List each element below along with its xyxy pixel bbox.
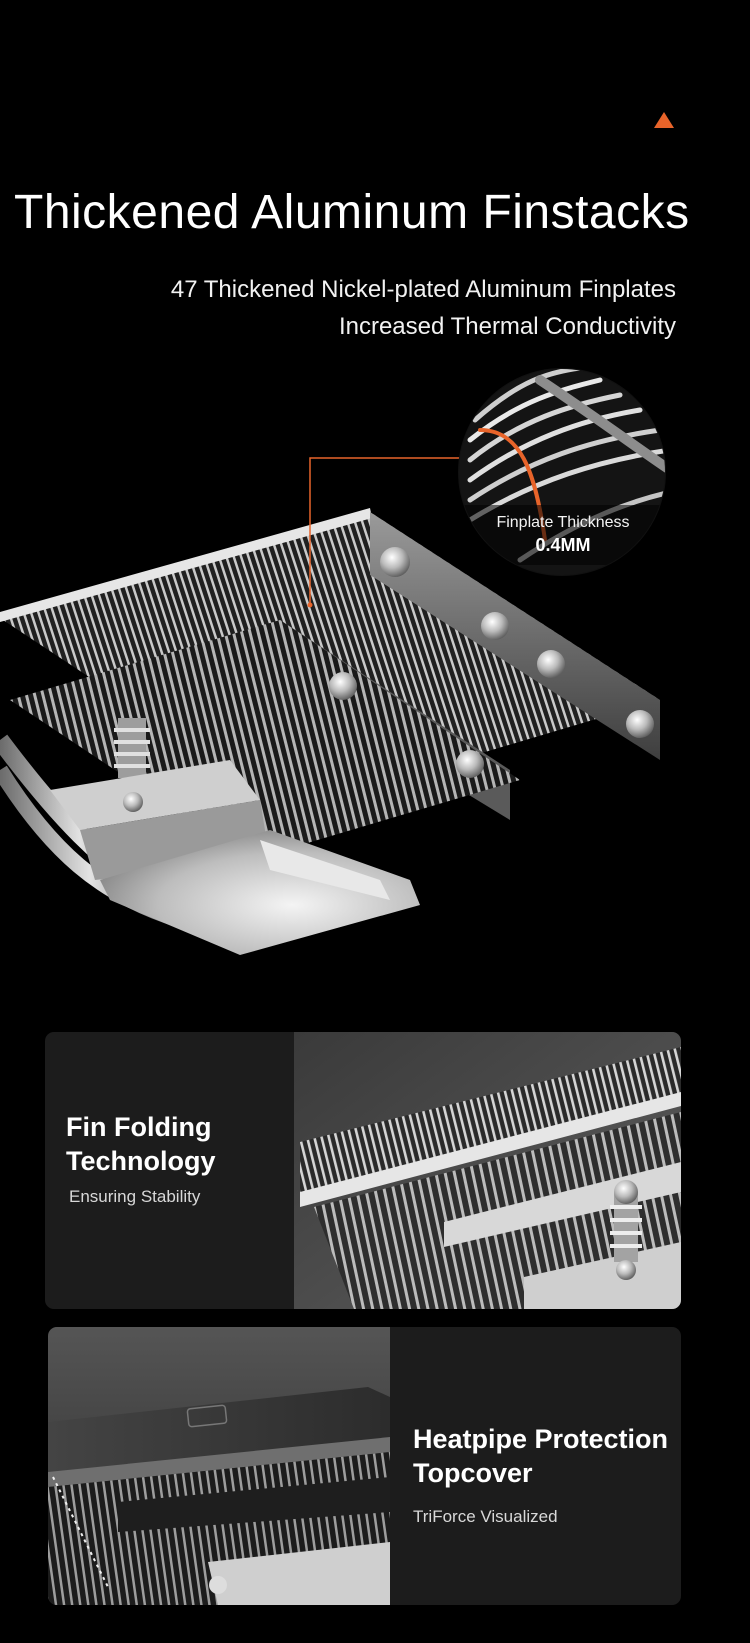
feature-card-title: Fin Folding Technology bbox=[66, 1110, 216, 1178]
hero-subtitle-line: Increased Thermal Conductivity bbox=[338, 313, 676, 340]
feature-card-title: Heatpipe Protection Topcover bbox=[413, 1422, 668, 1490]
accent-triangle-icon bbox=[654, 112, 674, 128]
hero-subtitle-line: 47 Thickened Nickel-plated Aluminum Finp… bbox=[170, 276, 676, 303]
heatsink-topcover-closeup-image bbox=[48, 1327, 390, 1605]
feature-card-text: Fin Folding Technology Ensuring Stabilit… bbox=[66, 1110, 216, 1208]
feature-card-fin-folding: Fin Folding Technology Ensuring Stabilit… bbox=[45, 1032, 681, 1309]
cpu-cooler-heatsink-image bbox=[0, 368, 666, 955]
feature-card-heatpipe-topcover: Heatpipe Protection Topcover TriForce Vi… bbox=[48, 1327, 681, 1605]
page-title: Thickened Aluminum Finstacks bbox=[14, 186, 690, 239]
feature-card-title-line: Technology bbox=[66, 1146, 216, 1176]
zoom-label: Finplate Thickness bbox=[496, 514, 630, 531]
feature-card-text: Heatpipe Protection Topcover TriForce Vi… bbox=[413, 1422, 668, 1528]
hero-subtitle: 47 Thickened Nickel-plated Aluminum Finp… bbox=[171, 271, 676, 345]
zoom-value: 0.4MM bbox=[535, 535, 591, 555]
feature-card-title-line: Heatpipe Protection bbox=[413, 1424, 669, 1454]
feature-card-title-line: Fin Folding bbox=[66, 1112, 212, 1142]
zoom-callout: Finplate Thickness 0.4MM bbox=[460, 512, 666, 556]
feature-card-subtitle: Ensuring Stability bbox=[69, 1187, 201, 1206]
fin-stack-closeup-image bbox=[294, 1032, 681, 1309]
feature-card-title-line: Topcover bbox=[413, 1458, 533, 1488]
feature-card-subtitle: TriForce Visualized bbox=[413, 1507, 558, 1526]
